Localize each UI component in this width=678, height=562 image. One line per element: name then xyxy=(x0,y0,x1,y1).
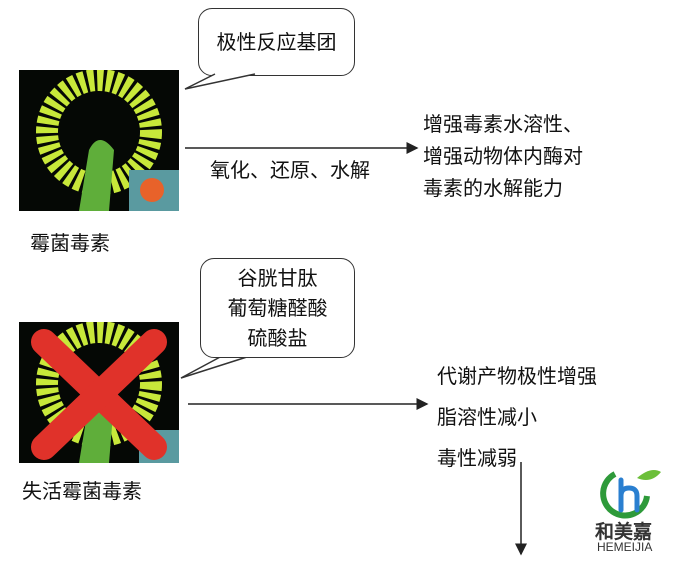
result-top: 增强毒素水溶性、 增强动物体内酶对 毒素的水解能力 xyxy=(423,108,583,204)
result-line: 毒素的水解能力 xyxy=(423,176,563,200)
cross-icon xyxy=(31,329,167,460)
callout-text: 极性反应基团 xyxy=(216,30,337,54)
result-line: 增强毒素水溶性、 xyxy=(423,112,583,136)
logo-icon xyxy=(600,470,661,519)
result-line: 增强动物体内酶对 xyxy=(423,144,583,168)
callout-text: 葡萄糖醛酸 xyxy=(227,296,328,320)
result-line: 脂溶性减小 xyxy=(437,405,537,429)
mold-toxin-image xyxy=(19,70,179,211)
callout-conjugates: 谷胱甘肽 葡萄糖醛酸 硫酸盐 xyxy=(200,258,355,358)
callout-text: 谷胱甘肽 xyxy=(237,266,318,290)
label-reactions: 氧化、还原、水解 xyxy=(210,158,370,182)
result-bottom: 代谢产物极性增强 脂溶性减小 毒性减弱 xyxy=(437,356,597,479)
logo-en: HEMEIJIA xyxy=(597,540,653,554)
logo-cn: 和美嘉 xyxy=(595,521,653,543)
result-line: 代谢产物极性增强 xyxy=(437,364,597,388)
callout-text: 硫酸盐 xyxy=(247,326,308,350)
label-inactivated-toxin: 失活霉菌毒素 xyxy=(22,479,142,503)
logo: 和美嘉 HEMEIJIA xyxy=(585,462,675,558)
label-mold-toxin: 霉菌毒素 xyxy=(30,231,110,255)
result-line: 毒性减弱 xyxy=(437,446,517,470)
callout-polar-groups: 极性反应基团 xyxy=(198,8,355,76)
inactivated-toxin-image xyxy=(19,322,179,463)
